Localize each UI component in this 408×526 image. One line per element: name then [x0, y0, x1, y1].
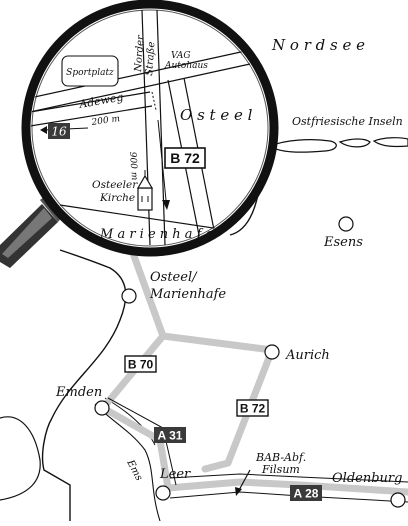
town-label-aurich: Aurich: [285, 348, 330, 363]
exit-arrow-head: [235, 487, 242, 496]
town-marker-leer: [155, 485, 171, 501]
route-arrow-south: [157, 119, 167, 201]
a28-edge-2: [169, 491, 408, 503]
inset-badge-16: 16: [48, 123, 70, 139]
road-b72-south: [201, 346, 276, 473]
inset-dist-900: 900 m: [127, 152, 139, 181]
islands-label: Ostfriesische Inseln: [292, 115, 403, 128]
svg-text:A 28: A 28: [294, 487, 319, 501]
town-marker-osteel: [121, 288, 137, 304]
inset-kirche-1: Osteeler: [92, 179, 138, 191]
town-marker-aurich: [264, 344, 280, 360]
sea-label: N o r d s e e: [271, 36, 365, 54]
town-marker-esens: [338, 216, 354, 232]
svg-text:B 72: B 72: [240, 402, 266, 416]
river-label: Ems: [124, 457, 144, 482]
inset-sportplatz: Sportplatz: [66, 68, 114, 78]
town-marker-oldenburg: [390, 492, 406, 508]
inset-vag-1: VAG: [171, 51, 191, 61]
svg-text:16: 16: [51, 125, 67, 139]
inset-badge-b72: B 72: [164, 147, 206, 169]
church-icon: [136, 170, 154, 211]
town-label-esens: Esens: [323, 235, 363, 250]
town-label-leer: Leer: [159, 467, 191, 482]
inset-norderstr-1: Norder: [133, 34, 147, 74]
east-frisian-islands: [268, 137, 408, 153]
badge-b72: B 72: [236, 399, 269, 417]
inset-marienhafe: M a r i e n h a f e: [99, 227, 214, 242]
inset-vag-2: Autohaus: [164, 61, 208, 71]
exit-arrow: [237, 469, 251, 493]
inset-kirche-2: Kirche: [99, 192, 135, 204]
badge-a31: A 31: [154, 427, 186, 443]
river-ems: [94, 403, 161, 522]
estuary-shore: [0, 416, 41, 501]
town-marker-emden: [94, 400, 110, 416]
inset-dist-200: 200 m: [90, 114, 121, 128]
inset-osteel: O s t e e l: [180, 106, 253, 124]
exit-label-1: BAB-Abf.: [255, 451, 306, 464]
badge-a28: A 28: [290, 485, 322, 501]
exit-label-2: Filsum: [261, 463, 300, 476]
town-label-osteel-1: Osteel/: [150, 270, 198, 285]
badge-b70: B 70: [124, 355, 157, 373]
svg-text:A 31: A 31: [158, 429, 183, 443]
town-label-oldenburg: Oldenburg: [332, 471, 402, 486]
coastline: [41, 249, 127, 521]
town-label-emden: Emden: [55, 385, 102, 400]
town-label-osteel-2: Marienhafe: [149, 287, 226, 302]
svg-text:B 70: B 70: [128, 358, 154, 372]
a28-edge-1: [169, 473, 408, 483]
road-a28: [164, 478, 408, 496]
svg-text:B 72: B 72: [170, 150, 200, 166]
inset-norderstr-2: Straße: [144, 41, 157, 76]
